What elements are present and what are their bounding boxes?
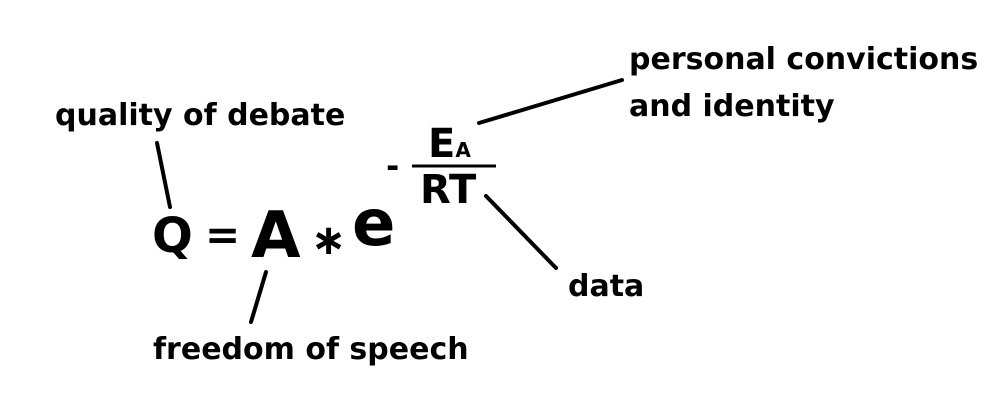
label-personal-convictions: personal convictions and identity [629,42,979,124]
exponent-minus-sign: - [386,147,400,185]
label-data: data [568,269,645,304]
numerator-e: E [428,121,456,167]
label-freedom-of-speech: freedom of speech [153,332,469,367]
leader-line-quality [155,141,172,209]
symbol-a: A [251,199,301,273]
symbol-multiply: ∗ [311,215,347,264]
symbol-e: e [352,187,396,261]
leader-line-convictions [477,78,624,125]
leader-line-freedom [249,270,268,324]
leader-line-data [484,194,558,270]
exponent-numerator: EA [428,124,471,164]
label-quality-of-debate: quality of debate [55,98,346,133]
exponent-denominator: RT [420,167,477,213]
symbol-equals: = [205,210,241,259]
symbol-q: Q [152,208,193,264]
numerator-subscript-a: A [455,138,471,162]
